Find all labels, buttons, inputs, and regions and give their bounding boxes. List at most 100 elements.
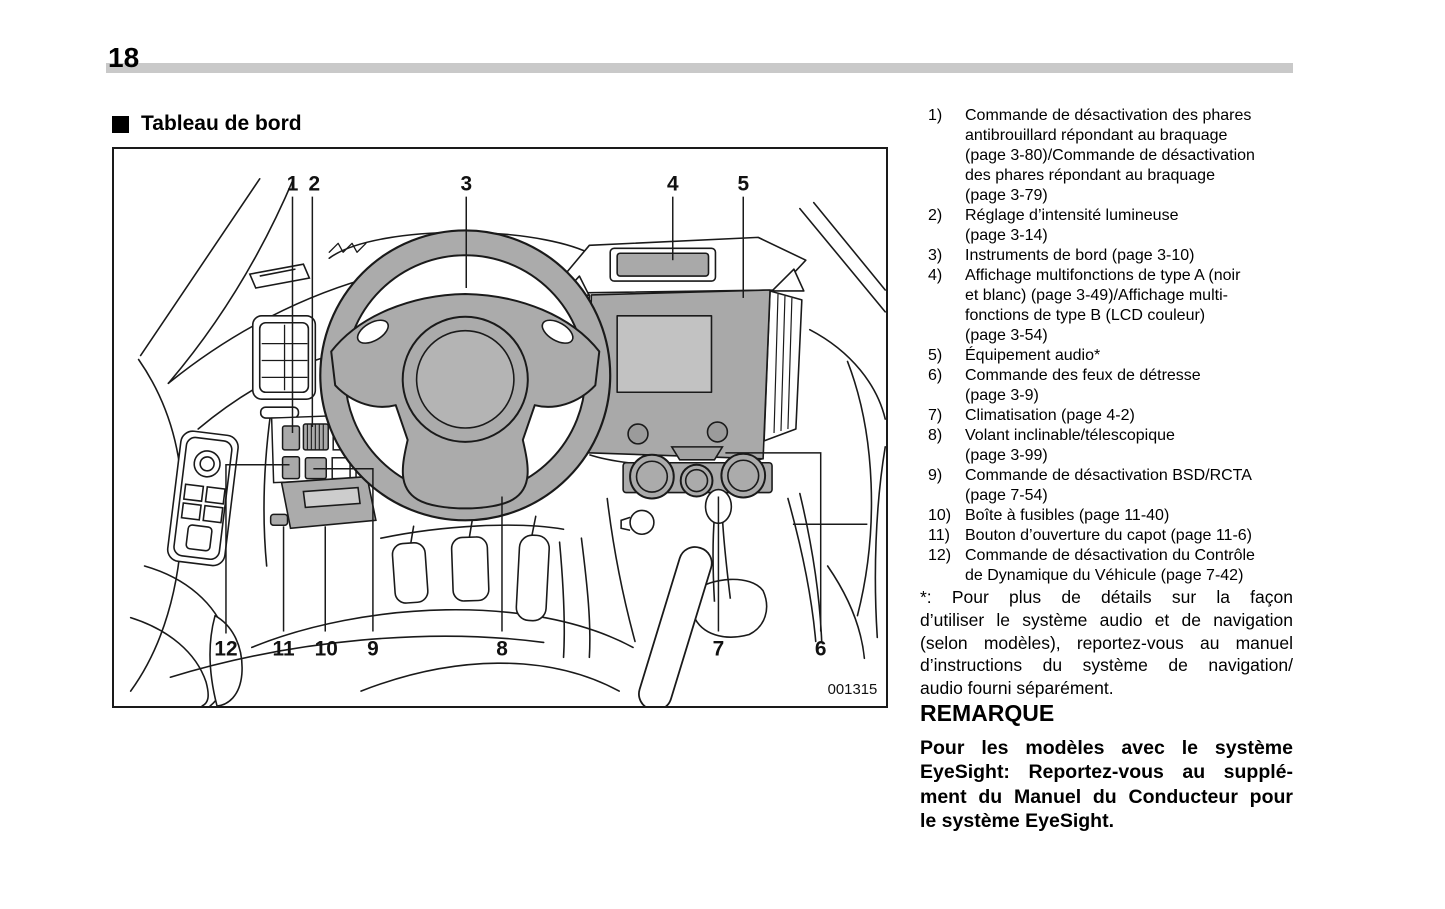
callout-lines (225, 196, 868, 634)
legend-line: fonctions de type B (LCD couleur) (965, 307, 1206, 324)
callout-3: 3 (460, 173, 472, 196)
steering-wheel (319, 229, 612, 522)
legend-item-text: Instruments de bord (page 3-10) (965, 246, 1293, 266)
legend-line: (page 3-14) (965, 227, 1048, 244)
header-rule (106, 63, 1293, 73)
footnote-line: *: Pour plus de détails sur la façon (920, 587, 1293, 607)
legend-item-9: 9)Commande de désactivation BSD/RCTA(pag… (928, 466, 1293, 506)
footnote-line: audio fourni séparément. (920, 678, 1114, 699)
legend-item-number: 2) (928, 207, 943, 224)
section-heading: Tableau de bord (112, 112, 302, 136)
legend-item-1: 1) Commande de désactivation des phares an… (928, 106, 1293, 206)
legend-item-number: 7) (928, 407, 943, 424)
climate-controls (622, 446, 773, 500)
legend-item-11: 11) Bouton d’ouverture du capot (page 11-… (928, 526, 1293, 546)
legend-line: (page 3-79) (965, 187, 1048, 204)
callout-12: 12 (214, 637, 237, 660)
center-stack (552, 236, 807, 468)
footnote-line: (selon modèles), reportez-vous au manuel (920, 632, 1293, 653)
legend-line: Commande de désactivation du Contrôle (965, 547, 1255, 564)
legend-line: Commande des feux de détresse (965, 367, 1201, 384)
note-line: EyeSight: Reportez-vous au supplé- (920, 761, 1293, 784)
callout-10: 10 (315, 637, 338, 660)
legend-item-text: Commande de désactivation des phares anti… (965, 106, 1293, 206)
multifunction-display (616, 252, 710, 277)
legend-item-text: Volant inclinable/télescopique(page 3-99… (965, 426, 1293, 466)
legend-line: Affichage multifonctions de type A (noir (965, 267, 1241, 284)
legend-line: Instruments de bord (page 3-10) (965, 247, 1195, 264)
callout-7: 7 (713, 637, 725, 660)
note-title: REMARQUE (920, 700, 1055, 726)
footnote-line: d’instructions du système de navigation/ (920, 655, 1293, 676)
figure-code: 001315 (828, 682, 878, 698)
note-line: Pour les modèles avec le système (920, 737, 1293, 759)
window-switch-panel (166, 430, 239, 567)
legend-item-number: 1) (928, 107, 943, 124)
callout-9: 9 (367, 637, 379, 660)
legend-line: Équipement audio* (965, 347, 1101, 364)
legend-item-number: 11) (928, 527, 950, 544)
legend-item-3: 3) Instruments de bord (page 3-10) (928, 246, 1293, 266)
legend-item-4: 4) Affichage multifonctions de type A (no… (928, 266, 1293, 346)
fuse-box-tray (280, 475, 377, 530)
fog-light-switch (281, 425, 301, 451)
pedals (391, 534, 551, 622)
legend-item-number: 3) (928, 247, 943, 264)
audio-screen (616, 315, 713, 394)
legend-line: (page 7-54) (965, 487, 1048, 504)
legend-item-number: 8) (928, 427, 943, 444)
dashboard-figure: 1 2 3 4 5 12 11 10 9 8 7 6 001315 (112, 147, 888, 708)
callout-6: 6 (815, 637, 827, 660)
section-bullet-icon (112, 115, 129, 133)
legend-item-text: Climatisation (page 4-2) (965, 406, 1293, 426)
legend-line: Volant inclinable/télescopique (965, 427, 1175, 444)
legend-item-number: 10) (928, 507, 952, 524)
legend-line: Commande de désactivation BSD/RCTA (965, 467, 1252, 484)
legend-item-8: 8) Volant inclinable/télescopique(page 3-… (928, 426, 1293, 466)
note-line: le système EyeSight. (920, 810, 1115, 833)
page-number: 18 (108, 42, 140, 73)
callout-4: 4 (667, 173, 679, 196)
legend-line: de Dynamique du Véhicule (page 7-42) (965, 567, 1244, 584)
legend-item-text: Commande de désactivation du Contrôle de … (965, 546, 1293, 586)
legend-item-text: Affichage multifonctions de type A (noir… (965, 266, 1293, 346)
legend-item-10: 10) Boîte à fusibles (page 11-40) (928, 506, 1293, 526)
legend-item-6: 6) Commande des feux de détresse (page 3-9… (928, 366, 1293, 406)
legend-item-number: 5) (928, 347, 943, 364)
legend-item-number: 6) (928, 367, 943, 384)
legend-item-text: Boîte à fusibles (page 11-40) (965, 506, 1293, 526)
legend-item-number: 12) (928, 547, 952, 564)
legend-item-text: Équipement audio* (965, 346, 1293, 366)
callout-labels: 1 2 3 4 5 12 11 10 9 8 7 6 (214, 173, 826, 661)
legend-line: (page 3-80)/Commande de désactivation (965, 147, 1255, 164)
callout-11: 11 (273, 637, 295, 660)
legend-item-text: Commande des feux de détresse (page 3-9) (965, 366, 1293, 406)
legend-item-2: 2) Réglage d’intensité lumineuse (page 3-1… (928, 206, 1293, 246)
footnote-line: d’utiliser le système audio et de naviga… (920, 609, 1293, 630)
legend-line: et blanc) (page 3-49)/Affichage multi- (965, 287, 1228, 304)
legend-item-text: Commande de désactivation BSD/RCTA (page … (965, 466, 1293, 506)
legend-line: antibrouillard répondant au braquage (965, 127, 1228, 144)
hood-release-button (269, 513, 289, 527)
parking-brake-lever (638, 546, 713, 706)
legend-line: (page 3-9) (965, 387, 1039, 404)
legend-list: 1) Commande de désactivation des phares an… (928, 106, 1293, 586)
legend-item-12: 12) Commande de désactivation du Contrôle… (928, 546, 1293, 586)
hazard-switch (670, 446, 724, 461)
callout-1: 1 (287, 173, 299, 196)
section-title: Tableau de bord (141, 112, 302, 135)
legend-item-text: Réglage d’intensité lumineuse (page 3-14) (965, 206, 1293, 246)
legend-line: Commande de désactivation des phares (965, 107, 1252, 124)
callout-8: 8 (496, 637, 508, 660)
legend-item-number: 4) (928, 267, 943, 284)
legend-line: Climatisation (page 4-2) (965, 407, 1135, 424)
legend-item-text: Bouton d’ouverture du capot (page 11-6) (965, 526, 1293, 546)
legend-line: Boîte à fusibles (page 11-40) (965, 507, 1170, 524)
legend-line: Réglage d’intensité lumineuse (965, 207, 1179, 224)
air-vent-left (248, 263, 317, 419)
legend-item-7: 7) Climatisation (page 4-2) (928, 406, 1293, 426)
vdc-off-switch (281, 456, 301, 480)
